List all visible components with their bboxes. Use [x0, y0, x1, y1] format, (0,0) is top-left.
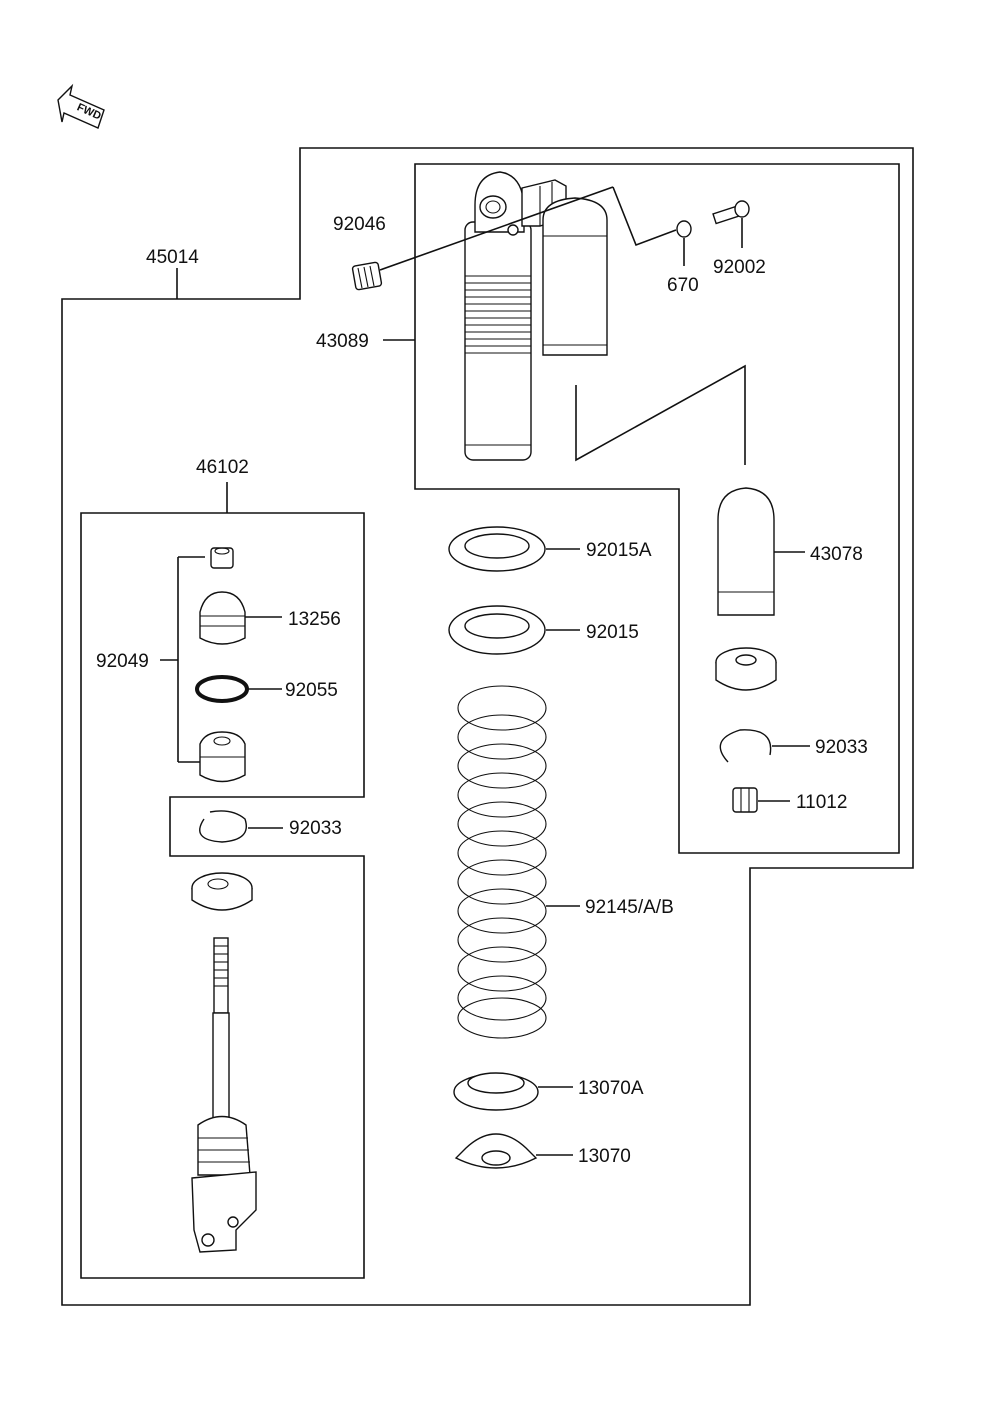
washer-part — [191, 872, 253, 911]
reservoir-cap-part — [715, 647, 777, 691]
label-43089: 43089 — [316, 331, 369, 352]
nut-11012-part — [732, 787, 758, 813]
label-13070A: 13070A — [578, 1078, 644, 1099]
piston-rod-part — [191, 937, 257, 1253]
o-ring-92055-part — [195, 675, 249, 703]
label-46102: 46102 — [196, 457, 249, 478]
shock-body-part — [464, 171, 567, 461]
label-92046: 92046 — [333, 214, 386, 235]
label-92033-right: 92033 — [815, 737, 868, 758]
label-11012: 11012 — [796, 792, 847, 813]
cushion-13256-part — [199, 591, 246, 645]
label-43078: 43078 — [810, 544, 863, 565]
exploded-view-line — [575, 364, 746, 465]
label-92049: 92049 — [96, 651, 149, 672]
leader-92046 — [379, 186, 614, 271]
bracket-92049 — [160, 556, 205, 763]
nut-top-part — [210, 547, 234, 569]
circlip-92033-left-part — [199, 810, 247, 843]
label-45014: 45014 — [146, 247, 199, 268]
spring-seat-13070A-part — [453, 1072, 539, 1111]
circlip-92033-right-part — [719, 729, 772, 763]
label-670: 670 — [667, 275, 699, 296]
reservoir-part — [542, 197, 608, 356]
leader-670-link — [612, 186, 677, 247]
o-ring-670-part — [676, 220, 692, 238]
assembly-outline-43089 — [414, 163, 900, 854]
assembly-outline-46102 — [80, 512, 365, 1279]
label-92055: 92055 — [285, 680, 338, 701]
locknut-92015A-part — [448, 526, 546, 572]
assembly-outline-45014 — [61, 147, 914, 1306]
label-92145: 92145/A/B — [585, 897, 674, 918]
spring-seat-13070-part — [454, 1133, 538, 1169]
label-13070: 13070 — [578, 1146, 631, 1167]
label-92015: 92015 — [586, 622, 639, 643]
label-13256: 13256 — [288, 609, 341, 630]
bolt-92002-part — [712, 200, 750, 225]
spring-92145-part — [457, 685, 547, 1039]
bushing-92046-part — [351, 261, 383, 291]
label-92033-left: 92033 — [289, 818, 342, 839]
label-92002: 92002 — [713, 257, 766, 278]
lower-cushion-part — [199, 731, 246, 783]
locknut-92015-part — [448, 605, 546, 655]
fwd-arrow-icon: FWD — [57, 83, 105, 129]
bladder-43078-part — [717, 487, 775, 616]
label-92015A: 92015A — [586, 540, 652, 561]
